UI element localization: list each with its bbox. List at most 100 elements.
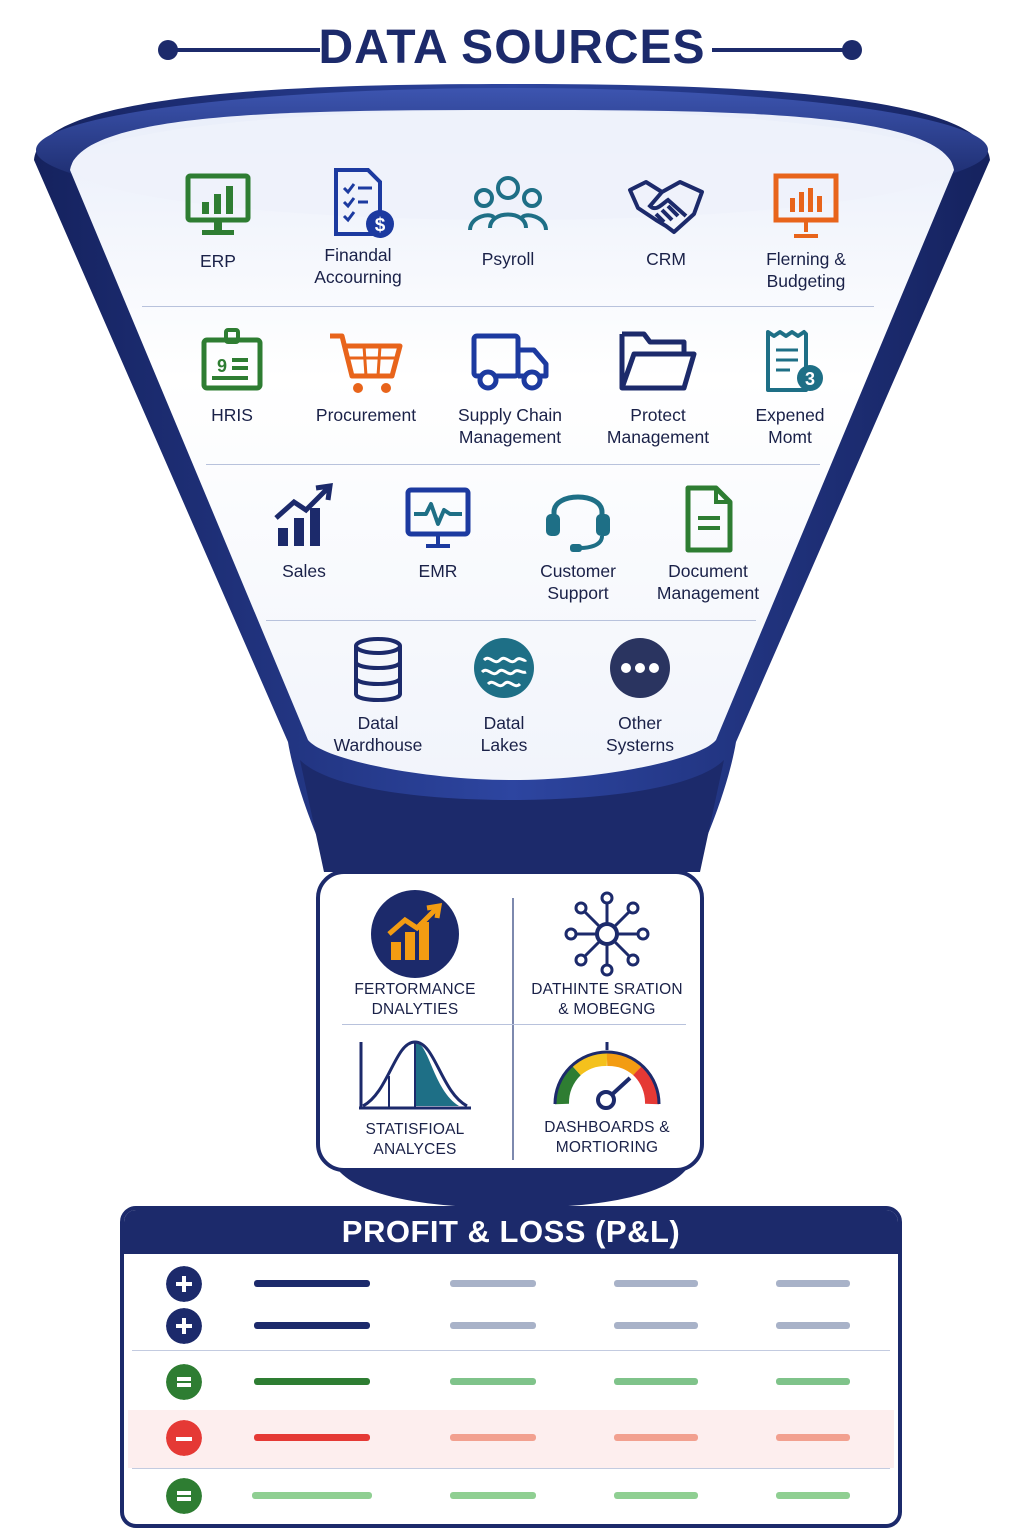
pl-bar-value [450,1322,536,1329]
pl-bar-label [254,1322,370,1329]
gauge-icon [553,1042,661,1110]
source-planning-budgeting[interactable]: Flerning &Budgeting [726,170,886,292]
document-icon [685,485,733,553]
heartbeat-monitor-icon [405,487,471,548]
profit-loss-title: PROFIT & LOSS (P&L) [341,1214,681,1249]
title-bar: DATA SOURCES [0,18,1024,78]
growth-chart-icon [274,483,333,546]
source-erp[interactable]: ERP [138,172,298,272]
title-right-line [712,48,852,52]
analytics-label: DASHBOARDS &MORTIORING [544,1119,670,1156]
analytics-integration[interactable]: DATHINTE SRATION& MOBEGNG [512,888,702,1020]
more-dots-icon [610,638,670,698]
bell-curve-icon [359,1040,471,1110]
water-waves-icon [474,638,534,698]
presentation-board-icon [773,173,839,238]
source-hris[interactable]: 9 HRIS [152,326,312,426]
source-crm[interactable]: CRM [586,170,746,270]
plus-icon [166,1308,202,1344]
folder-icon [619,331,697,391]
profit-loss-header: PROFIT & LOSS (P&L) [124,1210,898,1254]
source-label: Flerning &Budgeting [766,249,846,291]
source-sales[interactable]: Sales [224,482,384,582]
pl-row[interactable] [128,1410,894,1468]
pl-bar-value [776,1492,850,1499]
source-label: Sales [282,561,326,581]
pl-bar-label [254,1378,370,1385]
id-badge-icon: 9 [201,328,263,391]
pl-bar-value [776,1434,850,1441]
source-payroll[interactable]: Psyroll [428,170,588,270]
pl-bar-value [450,1378,536,1385]
analytics-dashboards[interactable]: DASHBOARDS &MORTIORING [512,1032,702,1158]
profit-loss-table: PROFIT & LOSS (P&L) [120,1206,902,1528]
pl-divider [132,1468,890,1469]
pl-bar-value [776,1322,850,1329]
delivery-truck-icon [471,333,549,391]
pl-row[interactable] [128,1472,894,1524]
analytics-label: DATHINTE SRATION& MOBEGNG [531,981,683,1018]
shopping-cart-icon [330,333,403,393]
performance-chart-icon [371,890,459,978]
pl-bar-value [450,1492,536,1499]
pl-row[interactable] [128,1262,894,1306]
row-separator [266,620,756,621]
pl-bar-value [614,1434,698,1441]
source-label: ERP [200,251,236,271]
headset-icon [546,494,610,552]
analytics-vertical-divider [512,898,514,1160]
bar-chart-monitor-icon [185,173,251,235]
svg-text:9: 9 [217,356,227,376]
plus-icon [166,1266,202,1302]
pl-bar-value [614,1492,698,1499]
source-label: Psyroll [481,249,535,269]
row-separator [142,306,874,307]
pl-row[interactable] [128,1304,894,1348]
pl-bar-label [252,1492,372,1499]
title-left-line [166,48,320,52]
page-title: DATA SOURCES [318,21,706,74]
pl-bar-value [776,1378,850,1385]
receipt-icon: 3 [766,330,823,392]
handshake-icon [628,180,704,234]
pl-bar-value [614,1280,698,1287]
people-group-icon [468,176,548,231]
source-label: CRM [646,249,686,269]
pl-bar-value [450,1434,536,1441]
source-label: EMR [418,561,458,581]
source-procurement[interactable]: Procurement [286,326,446,426]
source-label: Procurement [315,405,417,425]
pl-bar-value [776,1280,850,1287]
pl-bar-label [254,1434,370,1441]
source-emr[interactable]: EMR [358,482,518,582]
analytics-horizontal-divider [342,1024,686,1025]
pl-bar-label [254,1280,370,1287]
minus-icon [166,1420,202,1456]
source-label: HRIS [211,405,253,425]
pl-row[interactable] [128,1356,894,1410]
network-hub-icon [564,891,650,977]
pl-bar-value [450,1280,536,1287]
